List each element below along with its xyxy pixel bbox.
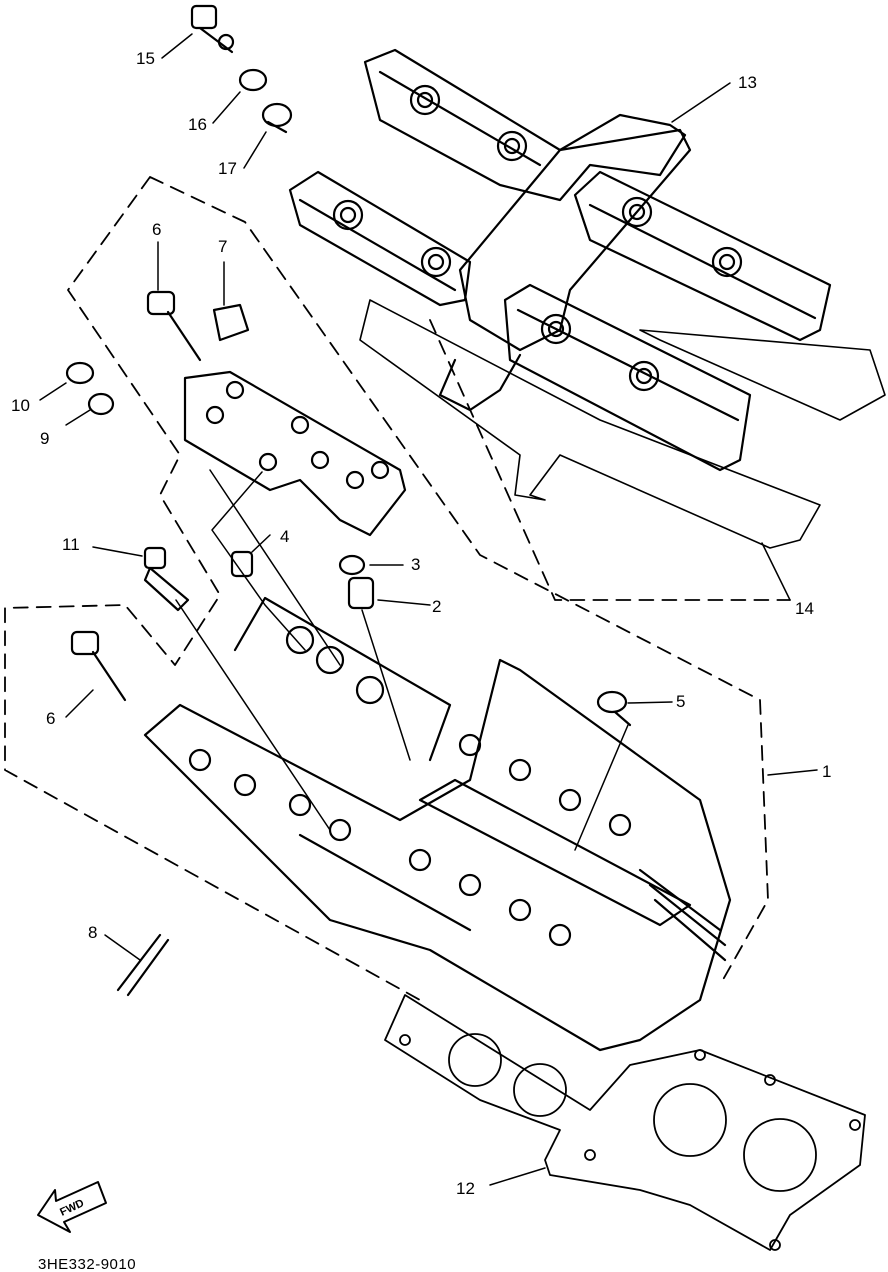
forward-arrow-icon [37,1181,107,1233]
washer-16 [238,68,268,92]
assembly-outline-valve-cover [429,319,791,601]
spark-plug-11 [143,546,190,612]
callout-15: 15 [136,49,155,68]
cylinder-head [143,596,732,1052]
part-number: 3HE332-9010 [38,1256,137,1272]
forward-arrow-label: FWD [58,1197,86,1218]
callout-14: 14 [795,599,814,618]
callout-17: 17 [218,159,237,178]
callout-9: 9 [40,429,50,448]
valve-cover [288,48,886,549]
callout-5: 5 [676,692,686,711]
leader-lines [39,33,818,1186]
callout-1: 1 [822,762,832,781]
callout-10: 10 [11,396,30,415]
callout-12: 12 [456,1179,475,1198]
stud-8 [116,933,170,997]
bolt-6-upper [146,290,202,362]
callout-6-upper: 6 [152,220,162,239]
callout-6-lower: 6 [46,709,56,728]
cap-10 [65,361,95,385]
assembly-outline-camshaft [4,176,769,1001]
grommet-17 [261,102,293,134]
dowel-4 [230,550,254,578]
callout-8: 8 [88,923,98,942]
sleeve-2 [347,576,375,610]
bolt-15 [190,4,235,54]
washer-9 [87,392,115,416]
head-gasket [384,994,866,1251]
plug-7 [212,303,250,342]
clip-3 [338,554,366,576]
callout-16: 16 [188,115,207,134]
plug-5 [596,690,632,727]
callout-4: 4 [280,527,290,546]
callout-3: 3 [411,555,421,574]
callout-2: 2 [432,597,442,616]
callout-7: 7 [218,237,228,256]
cam-bracket [183,370,407,537]
bolt-6-lower [70,630,127,702]
callout-11: 11 [62,535,80,554]
callout-13: 13 [738,73,757,92]
